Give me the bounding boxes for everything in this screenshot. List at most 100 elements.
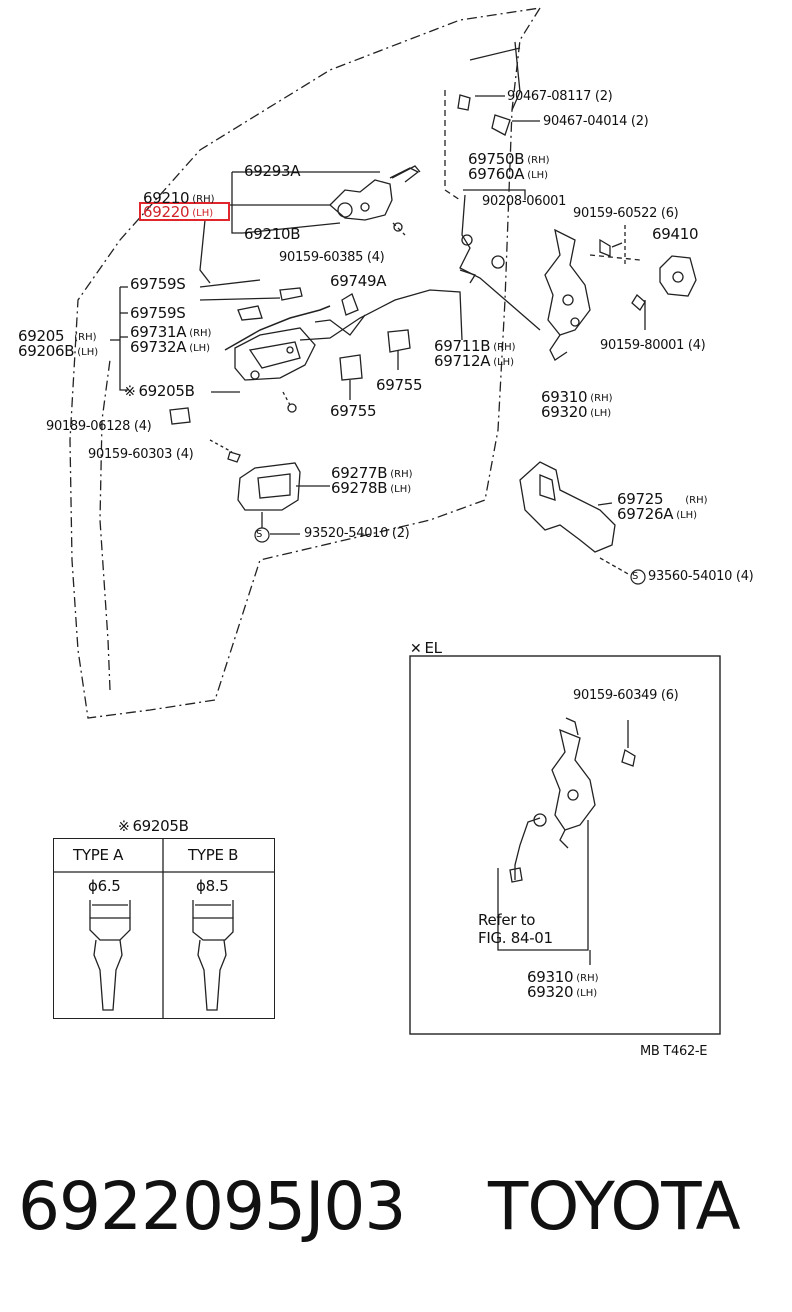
side-suffix: (LH) — [590, 408, 612, 419]
label-69759S-a[interactable]: 69759S — [130, 275, 186, 293]
el-title-text: EL — [424, 639, 442, 657]
label-69220-highlighted[interactable]: 69220(LH) — [143, 204, 213, 222]
label-90189-06128[interactable]: 90189-06128 (4) — [46, 419, 152, 434]
side-suffix: (LH) — [493, 357, 515, 368]
door-striker-69410 — [659, 255, 697, 297]
label-69410[interactable]: 69410 — [652, 225, 699, 243]
label-90159-60522[interactable]: 90159-60522 (6) — [573, 206, 679, 221]
table-title-text: 69205B — [132, 817, 189, 835]
side-suffix: (RH) — [590, 393, 613, 404]
el-latch — [551, 728, 596, 831]
reference-mark-icon: ✕ — [410, 641, 422, 657]
part-number: 69277B — [331, 464, 388, 482]
type-a-diameter: ϕ6.5 — [88, 877, 121, 895]
label-69210[interactable]: 69210(RH) — [143, 190, 215, 208]
label-el-fig-ref[interactable]: FIG. 84-01 — [478, 929, 553, 947]
side-suffix: (RH) — [74, 332, 97, 343]
screw-90467-04014 — [491, 114, 511, 136]
label-69726A[interactable]: 69726A(LH) — [617, 506, 697, 524]
door-lower-curve — [99, 359, 111, 691]
label-69278B[interactable]: 69278B(LH) — [331, 480, 411, 498]
pad-69755-a — [387, 329, 411, 353]
part-number: 69310 — [527, 968, 574, 986]
part-number: 69731A — [130, 323, 187, 341]
side-suffix: (LH) — [189, 343, 211, 354]
side-suffix: (RH) — [527, 155, 550, 166]
table-col-type-b: TYPE B — [188, 846, 239, 864]
label-93560-54010[interactable]: 93560-54010 (4) — [648, 569, 754, 584]
label-69732A[interactable]: 69732A(LH) — [130, 339, 210, 357]
label-69760A[interactable]: 69760A(LH) — [468, 166, 548, 184]
pad-69755-b — [339, 354, 363, 381]
label-69293A[interactable]: 69293A — [244, 162, 301, 180]
part-number: 69206B — [18, 342, 75, 360]
link-rod-69750B — [459, 194, 541, 331]
label-90159-60303[interactable]: 90159-60303 (4) — [88, 447, 194, 462]
label-93520-54010[interactable]: 93520-54010 (2) — [304, 526, 410, 541]
s-mark-label-1: S — [256, 529, 263, 540]
label-69755-b[interactable]: 69755 — [330, 402, 377, 420]
part-number: 69310 — [541, 388, 588, 406]
s-mark-1 — [254, 527, 270, 543]
side-suffix: (RH) — [685, 495, 708, 506]
outside-handle-69277B — [237, 462, 301, 511]
label-90159-60385[interactable]: 90159-60385 (4) — [279, 250, 385, 265]
side-suffix: (RH) — [189, 328, 212, 339]
side-suffix: (LH) — [77, 347, 99, 358]
label-69206B[interactable]: 69206B(LH) — [18, 343, 98, 361]
table-title: ※69205B — [118, 818, 189, 835]
label-69749A[interactable]: 69749A — [330, 272, 387, 290]
rod-69731A — [224, 305, 331, 351]
label-69755-a[interactable]: 69755 — [376, 376, 423, 394]
label-69210B[interactable]: 69210B — [244, 225, 301, 243]
label-el-90159-60349[interactable]: 90159-60349 (6) — [573, 688, 679, 703]
inside-handle-69205 — [234, 327, 316, 381]
label-69711B[interactable]: 69711B(RH) — [434, 338, 516, 356]
part-number: 69320 — [541, 403, 588, 421]
type-b-diameter: ϕ8.5 — [196, 877, 229, 895]
label-69205B[interactable]: ※69205B — [124, 383, 195, 400]
label-el-69320[interactable]: 69320(LH) — [527, 984, 597, 1002]
label-69712A[interactable]: 69712A(LH) — [434, 353, 514, 371]
part-number: 69320 — [527, 983, 574, 1001]
el-wire — [514, 817, 541, 880]
part-number: 69711B — [434, 337, 491, 355]
door-outline — [69, 7, 542, 719]
clip-69749A — [341, 293, 359, 316]
label-90208-06001[interactable]: 90208-06001 — [482, 194, 567, 209]
part-number: 69205 — [18, 327, 65, 345]
side-suffix: (RH) — [576, 973, 599, 984]
label-el-69310[interactable]: 69310(RH) — [527, 969, 599, 987]
part-number: 69220 — [143, 203, 190, 221]
label-69759S-b[interactable]: 69759S — [130, 304, 186, 322]
door-inner-line — [199, 219, 211, 284]
label-69725[interactable]: 69725 (RH) — [617, 491, 708, 509]
clip-69759S-a — [279, 287, 303, 301]
clip-type-table — [53, 838, 275, 1019]
label-69277B[interactable]: 69277B(RH) — [331, 465, 413, 483]
label-69731A[interactable]: 69731A(RH) — [130, 324, 211, 342]
el-inset-box — [409, 655, 721, 1035]
part-number: 69726A — [617, 505, 674, 523]
label-69320[interactable]: 69320(LH) — [541, 404, 611, 422]
lock-assembly-69210 — [329, 179, 393, 221]
el-title: ✕EL — [410, 640, 442, 657]
clip-90189 — [169, 407, 191, 425]
label-69310[interactable]: 69310(RH) — [541, 389, 613, 407]
side-suffix: (LH) — [390, 484, 412, 495]
part-number: 69725 — [617, 490, 664, 508]
label-69750B[interactable]: 69750B(RH) — [468, 151, 550, 169]
label-90467-04014[interactable]: 90467-04014 (2) — [543, 114, 649, 129]
label-el-refer-to: Refer to — [478, 911, 536, 929]
screw-90159-60303 — [227, 451, 241, 463]
side-suffix: (LH) — [192, 208, 214, 219]
part-number: 69712A — [434, 352, 491, 370]
label-90159-80001[interactable]: 90159-80001 (4) — [600, 338, 706, 353]
label-69205[interactable]: 69205 (RH) — [18, 328, 97, 346]
label-90467-08117[interactable]: 90467-08117 (2) — [507, 89, 613, 104]
side-suffix: (RH) — [390, 469, 413, 480]
rod-69711B — [299, 289, 463, 341]
side-suffix: (LH) — [527, 170, 549, 181]
window-inner — [469, 47, 521, 61]
